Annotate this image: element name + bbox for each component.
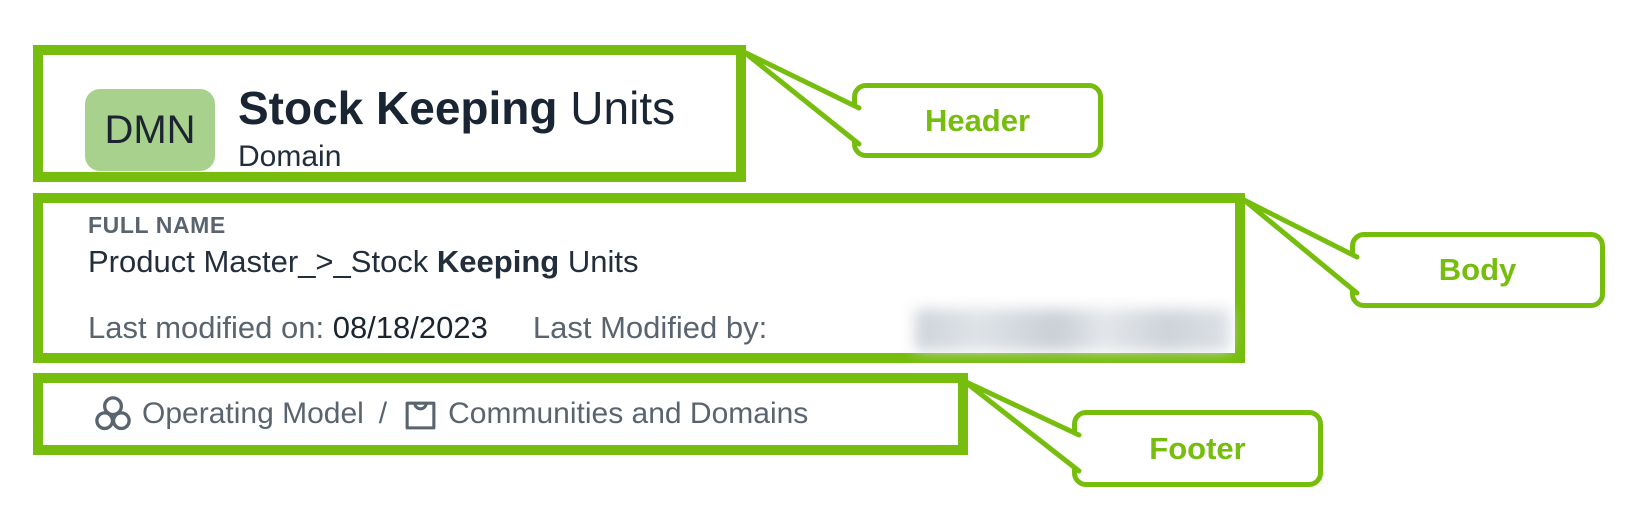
asset-type-subtitle: Domain — [238, 140, 342, 173]
footer-section-outline: Operating Model / Communities and Domain… — [33, 373, 968, 455]
last-modified-by-redacted-blur — [915, 309, 1230, 351]
breadcrumb-separator: / — [378, 397, 388, 430]
asset-title-bold: Stock Keeping — [238, 82, 558, 134]
last-modified-line: Last modified on: 08/18/2023 Last Modifie… — [88, 309, 767, 347]
domain-box-icon — [402, 396, 439, 433]
breadcrumb-communities-domains[interactable]: Communities and Domains — [448, 397, 809, 430]
header-section-outline: DMN Stock Keeping Units Domain — [33, 45, 746, 182]
full-name-suffix: Units — [559, 244, 639, 279]
asset-title-regular: Units — [557, 82, 676, 134]
annotation-callout-header: Header — [852, 83, 1103, 158]
annotation-callout-body: Body — [1350, 232, 1605, 308]
full-name-label: FULL NAME — [88, 212, 226, 238]
last-modified-on-value: 08/18/2023 — [332, 310, 488, 345]
full-name-prefix: Product Master_>_Stock — [88, 244, 437, 279]
full-name-value: Product Master_>_Stock Keeping Units — [88, 243, 638, 281]
last-modified-on-label: Last modified on: — [88, 310, 333, 345]
breadcrumb-operating-model[interactable]: Operating Model — [142, 397, 364, 430]
asset-type-badge: DMN — [85, 89, 215, 171]
asset-title: Stock Keeping Units — [238, 82, 675, 134]
operating-model-icon — [93, 394, 133, 434]
annotation-callout-footer: Footer — [1072, 410, 1323, 487]
last-modified-by-label: Last Modified by: — [532, 310, 768, 345]
breadcrumb: Operating Model / Communities and Domain… — [93, 383, 808, 445]
body-section-outline: FULL NAME Product Master_>_Stock Keeping… — [33, 193, 1245, 363]
full-name-bold: Keeping — [436, 244, 560, 279]
